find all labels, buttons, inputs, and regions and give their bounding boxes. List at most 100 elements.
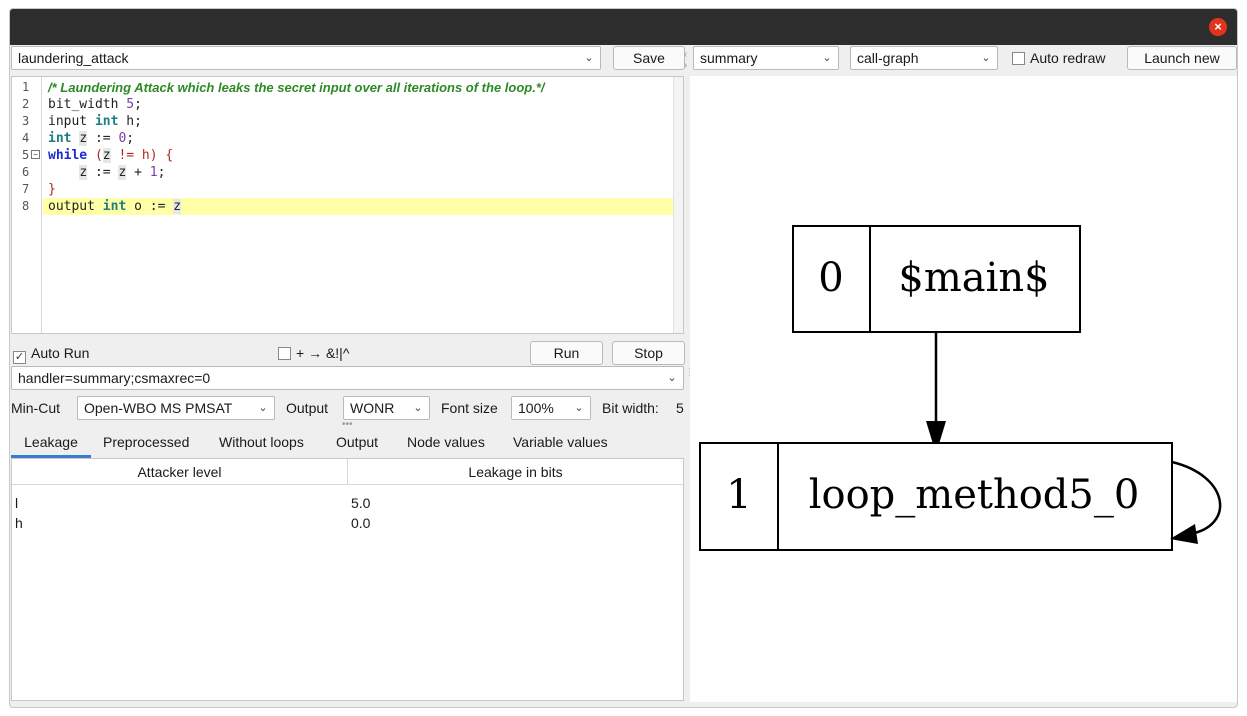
- code-token: z: [173, 199, 182, 214]
- graph-node[interactable]: 0 $main$: [792, 225, 1081, 333]
- code-token: +: [126, 165, 150, 180]
- save-button[interactable]: Save: [613, 46, 685, 70]
- chevron-down-icon: ⌄: [822, 52, 832, 64]
- launch-new-button[interactable]: Launch new: [1127, 46, 1237, 70]
- chevron-down-icon: ⌄: [574, 402, 584, 414]
- code-line: 3 input int h;: [12, 113, 683, 130]
- code-token: while: [48, 148, 88, 163]
- bitwidth-value: 5: [676, 400, 684, 416]
- arrowhead-icon: [926, 421, 946, 454]
- graph-node[interactable]: 1 loop_method5_0: [699, 442, 1173, 551]
- tab-leakage[interactable]: Leakage: [11, 430, 91, 458]
- code-token: int: [102, 199, 127, 214]
- code-token: (: [87, 148, 103, 163]
- mincut-select[interactable]: Open-WBO MS PMSAT ⌄: [77, 396, 275, 420]
- chevron-down-icon: ⌄: [981, 52, 991, 64]
- code-token: input: [48, 114, 95, 129]
- code-token: int: [48, 131, 72, 146]
- auto-redraw-label: Auto redraw: [1030, 50, 1106, 66]
- node-id: 0: [818, 255, 843, 301]
- output-label: Output: [286, 400, 329, 416]
- stop-button[interactable]: Stop: [612, 341, 685, 365]
- mincut-label: Min-Cut: [11, 400, 61, 416]
- tab-node-values[interactable]: Node values: [407, 434, 485, 450]
- code-token: != h) {: [110, 148, 174, 163]
- code-token: output: [48, 199, 103, 214]
- close-icon[interactable]: ×: [1209, 18, 1227, 36]
- code-comment: /* Laundering Attack which leaks the sec…: [48, 80, 545, 95]
- auto-redraw-checkbox[interactable]: Auto redraw: [1012, 48, 1105, 68]
- ops-label: + → &!|^: [296, 345, 350, 361]
- graph-self-loop-edge: [1171, 460, 1222, 536]
- line-number: 5: [22, 148, 30, 162]
- fontsize-label: Font size: [441, 400, 498, 416]
- output-select[interactable]: WONR ⌄: [343, 396, 430, 420]
- code-token: bit_width: [48, 97, 127, 112]
- auto-run-checkbox[interactable]: ✓Auto Run: [13, 343, 89, 364]
- code-line: 7 }: [12, 181, 683, 198]
- arrowhead-icon: [1170, 524, 1198, 544]
- tab-variable-values[interactable]: Variable values: [513, 434, 608, 450]
- line-number: 6: [22, 165, 30, 179]
- node-label: loop_method5_0: [809, 472, 1140, 518]
- bitwidth-label: Bit width:: [602, 400, 659, 416]
- editor-scrollbar[interactable]: [673, 77, 683, 333]
- code-token: h;: [118, 114, 142, 129]
- title-bar: ×: [10, 9, 1237, 45]
- output-select-value: WONR: [350, 400, 395, 416]
- fontsize-select[interactable]: 100% ⌄: [511, 396, 591, 420]
- tab-without-loops[interactable]: Without loops: [219, 434, 304, 450]
- app-window: × laundering_attack ⌄ Save ‹› summary ⌄ …: [9, 8, 1238, 708]
- code-token: o :=: [126, 199, 174, 214]
- splitter-handle[interactable]: •••: [342, 419, 353, 430]
- handler-select-value: summary: [700, 50, 758, 66]
- run-button[interactable]: Run: [530, 341, 603, 365]
- checkbox-icon: [278, 347, 291, 360]
- code-token: 0: [118, 131, 127, 146]
- code-token: z: [79, 165, 88, 180]
- table-cell: 0.0: [351, 515, 371, 531]
- call-graph-panel[interactable]: 0 $main$ 1 loop_method5_0: [690, 76, 1237, 702]
- file-select-value: laundering_attack: [18, 50, 129, 66]
- auto-run-label: Auto Run: [31, 345, 90, 361]
- handler-string-value: handler=summary;csmaxrec=0: [18, 370, 211, 386]
- ops-checkbox[interactable]: + → &!|^: [278, 343, 349, 363]
- code-token: :=: [87, 131, 119, 146]
- fold-icon[interactable]: −: [31, 150, 40, 159]
- node-id: 1: [726, 472, 751, 518]
- code-line: 2 bit_width 5;: [12, 96, 683, 113]
- table-cell: h: [15, 515, 23, 531]
- code-line: 5 − while (z != h) {: [12, 147, 683, 164]
- code-editor[interactable]: 1 /* Laundering Attack which leaks the s…: [11, 76, 684, 334]
- handler-select[interactable]: summary ⌄: [693, 46, 839, 70]
- chevron-down-icon: ⌄: [667, 372, 677, 384]
- call-graph-svg: 0 $main$ 1 loop_method5_0: [699, 225, 1222, 551]
- line-number: 7: [22, 182, 30, 196]
- line-number: 2: [22, 97, 30, 111]
- tab-preprocessed[interactable]: Preprocessed: [103, 434, 190, 450]
- current-line-highlight: [43, 198, 675, 215]
- checkbox-icon: [1012, 52, 1025, 65]
- code-token: 1: [149, 165, 158, 180]
- view-select[interactable]: call-graph ⌄: [850, 46, 998, 70]
- handler-string-input[interactable]: handler=summary;csmaxrec=0 ⌄: [11, 366, 684, 390]
- line-number: 8: [22, 199, 30, 213]
- file-select[interactable]: laundering_attack ⌄: [11, 46, 601, 70]
- splitter-handle[interactable]: ‹›: [684, 49, 688, 71]
- leakage-table: Attacker level Leakage in bits l 5.0 h 0…: [11, 458, 684, 701]
- code-token: 5: [126, 97, 135, 112]
- code-line: 4 int z := 0;: [12, 130, 683, 147]
- code-line: 6 z := z + 1;: [12, 164, 683, 181]
- code-token: int: [94, 114, 119, 129]
- column-header[interactable]: Attacker level: [12, 459, 348, 485]
- tab-output[interactable]: Output: [336, 434, 379, 450]
- column-header[interactable]: Leakage in bits: [348, 459, 683, 485]
- result-tabs: Leakage Preprocessed Without loops Outpu…: [11, 430, 684, 458]
- code-token: [48, 165, 79, 180]
- chevron-down-icon: ⌄: [413, 402, 423, 414]
- code-line: 8 output int o := z: [12, 198, 683, 215]
- mincut-select-value: Open-WBO MS PMSAT: [84, 400, 233, 416]
- code-token: z: [102, 148, 111, 163]
- chevron-down-icon: ⌄: [258, 402, 268, 414]
- line-number: 4: [22, 131, 30, 145]
